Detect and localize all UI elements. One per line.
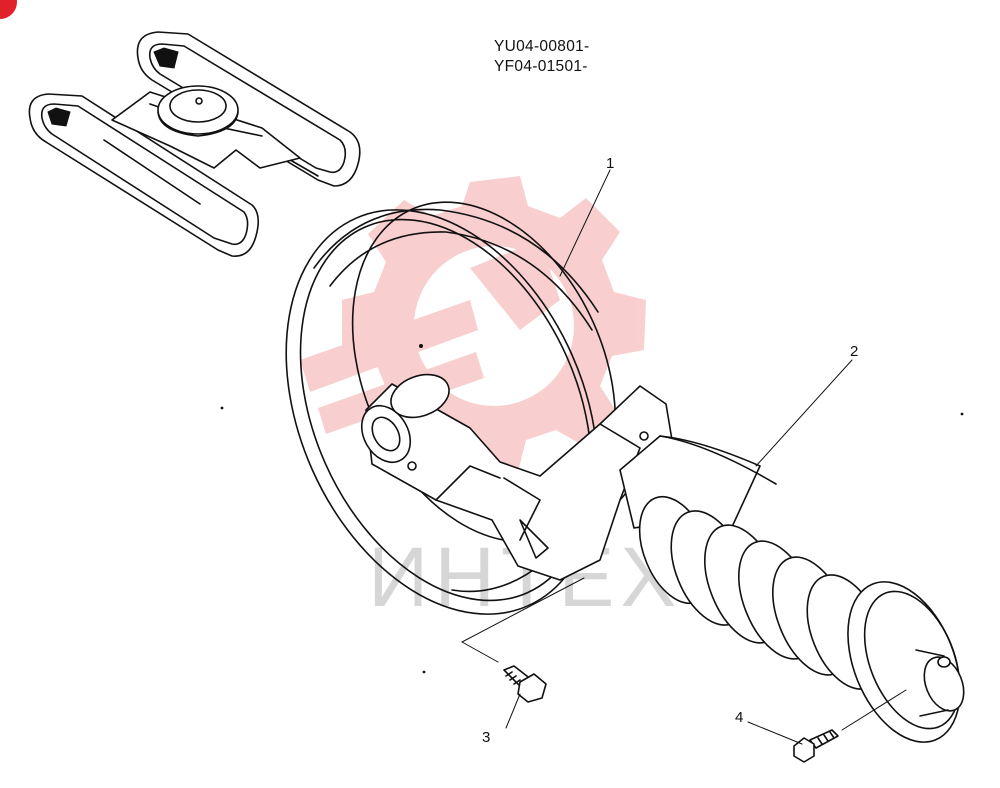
track-frame-drawing <box>28 31 361 257</box>
callout-1: 1 <box>606 155 614 172</box>
callout-3: 3 <box>482 729 490 746</box>
callout-2: 2 <box>850 343 858 360</box>
recoil-spring-drawing <box>619 435 965 743</box>
model-codes: YU04-00801- YF04-01501- <box>494 38 590 75</box>
yoke-drawing <box>360 373 673 581</box>
corner-badge-icon <box>0 0 17 19</box>
model-code-1: YU04-00801- <box>494 38 590 55</box>
leader-lines <box>461 169 907 745</box>
bolt-3-drawing <box>503 665 547 703</box>
callout-4: 4 <box>735 709 743 726</box>
bolt-4-drawing <box>793 729 839 763</box>
model-code-2: YF04-01501- <box>494 58 588 75</box>
